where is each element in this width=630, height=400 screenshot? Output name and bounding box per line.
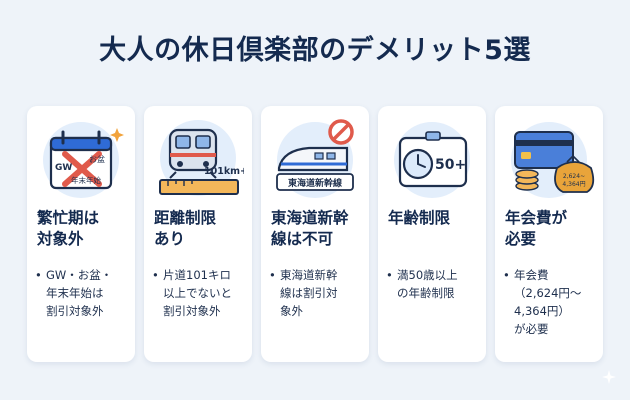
card-annual-fee: 2,624~ 4,364円 年会費が 必要 • 年会費 （2,624円～ 4,3… [495, 106, 603, 362]
card-bullet: • 満50歳以上 の年齢制限 [386, 266, 482, 302]
calendar-gw-text: GW [55, 163, 72, 173]
card-tokaido-shinkansen: 東海道新幹線 東海道新幹 線は不可 • 東海道新幹 線は割引対 象外 [261, 106, 369, 362]
card-coins-icon: 2,624~ 4,364円 [495, 116, 603, 206]
train-ruler-icon: 101km+ [144, 116, 252, 206]
card-heading: 年会費が 必要 [505, 209, 568, 248]
card-heading: 繁忙期は 対象外 [37, 209, 100, 248]
shinkansen-prohibited-icon: 東海道新幹線 [261, 116, 369, 206]
calendar-newyear-text: 年末年始 [71, 175, 101, 185]
card-bullet: • 片道101キロ 以上でないと 割引対象外 [152, 266, 248, 320]
bullet-dot: • [269, 268, 276, 282]
card-bullet-text: 年会費 （2,624円～ 4,364円） が必要 [514, 268, 582, 336]
ruler-distance-text: 101km+ [204, 166, 244, 177]
bullet-dot: • [503, 268, 510, 282]
card-bullet-text: 片道101キロ 以上でないと 割引対象外 [163, 268, 232, 318]
calendar-obon-text: お盆 [89, 154, 105, 164]
clock-age-badge-icon: 50+ [378, 116, 486, 206]
bullet-dot: • [152, 268, 159, 282]
bullet-dot: • [386, 268, 393, 282]
card-bullet-text: 東海道新幹 線は割引対 象外 [280, 268, 338, 318]
age-badge-text: 50+ [435, 157, 466, 173]
moneybag-text-1: 2,624~ [563, 173, 585, 180]
card-distance-limit: 101km+ 距離制限 あり • 片道101キロ 以上でないと 割引対象外 [144, 106, 252, 362]
card-heading: 東海道新幹 線は不可 [271, 209, 349, 248]
card-heading: 年齢制限 [388, 209, 451, 227]
card-row: GW お盆 年末年始 繁忙期は 対象外 • GW・お盆・ 年末年始は 割引対象外 [27, 106, 603, 362]
page-title: 大人の休日倶楽部のデメリット5選 [99, 35, 531, 66]
shinkansen-label-text: 東海道新幹線 [288, 177, 342, 189]
card-age-limit: 50+ 年齢制限 • 満50歳以上 の年齢制限 [378, 106, 486, 362]
card-bullet: • 年会費 （2,624円～ 4,364円） が必要 [503, 266, 599, 338]
calendar-x-icon: GW お盆 年末年始 [27, 116, 135, 206]
card-busy-season: GW お盆 年末年始 繁忙期は 対象外 • GW・お盆・ 年末年始は 割引対象外 [27, 106, 135, 362]
card-bullet: • 東海道新幹 線は割引対 象外 [269, 266, 365, 320]
sparkle-icon [602, 370, 616, 384]
card-bullet-text: 満50歳以上 の年齢制限 [397, 268, 458, 300]
card-heading: 距離制限 あり [154, 209, 217, 248]
moneybag-text-2: 4,364円 [562, 181, 585, 188]
bullet-dot: • [35, 268, 42, 282]
card-bullet: • GW・お盆・ 年末年始は 割引対象外 [35, 266, 131, 320]
card-bullet-text: GW・お盆・ 年末年始は 割引対象外 [46, 268, 113, 318]
